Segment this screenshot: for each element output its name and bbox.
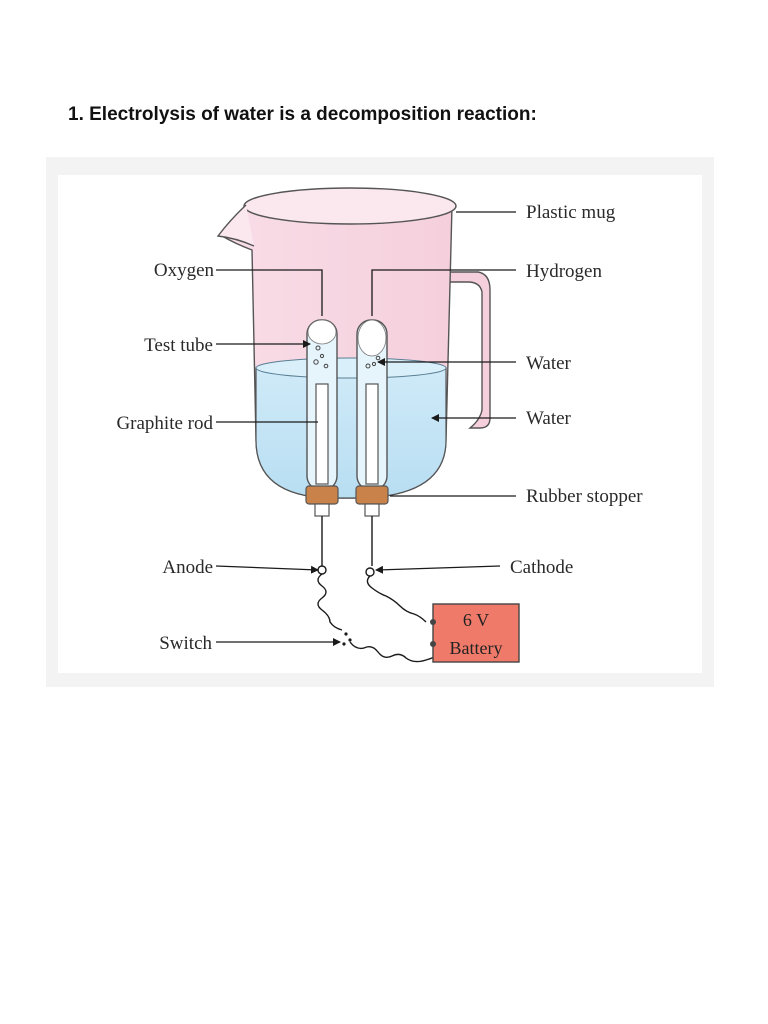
mug-rim [243, 187, 457, 225]
hydrogen-gas-right [357, 319, 387, 357]
label-oxygen: Oxygen [154, 260, 215, 281]
label-hydrogen: Hydrogen [526, 261, 602, 282]
battery-voltage: 6 V [463, 610, 489, 630]
water-surface [255, 357, 447, 379]
coiled-wire-anode [317, 573, 343, 631]
rubber-stopper-left [305, 485, 339, 505]
mug-handle [439, 271, 491, 429]
battery-box [432, 603, 520, 663]
bubbles-left [313, 345, 329, 369]
clip-cathode [365, 567, 375, 577]
oxygen-gas-left [307, 319, 337, 345]
water-in-mug [255, 367, 447, 499]
clip-anode [317, 565, 327, 575]
label-cathode: Cathode [510, 557, 573, 578]
terminal-right [364, 503, 380, 517]
terminal-left [314, 503, 330, 517]
wire-switch-to-battery [349, 641, 439, 663]
battery-label: Battery [450, 638, 503, 658]
page-heading: 1. Electrolysis of water is a decomposit… [68, 104, 537, 125]
label-water-tube: Water [526, 353, 572, 374]
rubber-stopper-right [355, 485, 389, 505]
coiled-wire-cathode [366, 575, 427, 623]
leader-oxygen [216, 269, 323, 316]
label-anode: Anode [162, 557, 213, 578]
switch-symbol [342, 632, 352, 646]
battery-terminal-top [430, 619, 436, 625]
label-switch: Switch [159, 633, 212, 654]
graphite-rod-left [315, 383, 329, 485]
label-rubber-stopper: Rubber stopper [526, 486, 643, 507]
label-plastic-mug: Plastic mug [526, 202, 616, 223]
leader-anode [215, 565, 319, 574]
label-test-tube: Test tube [144, 335, 213, 356]
leader-cathode [375, 565, 501, 574]
label-graphite-rod: Graphite rod [116, 413, 213, 434]
battery-terminal-bottom [430, 641, 436, 647]
leader-hydrogen [371, 269, 516, 316]
label-water-mug: Water [526, 408, 572, 429]
graphite-rod-right [365, 383, 379, 485]
mug-spout [216, 204, 255, 247]
